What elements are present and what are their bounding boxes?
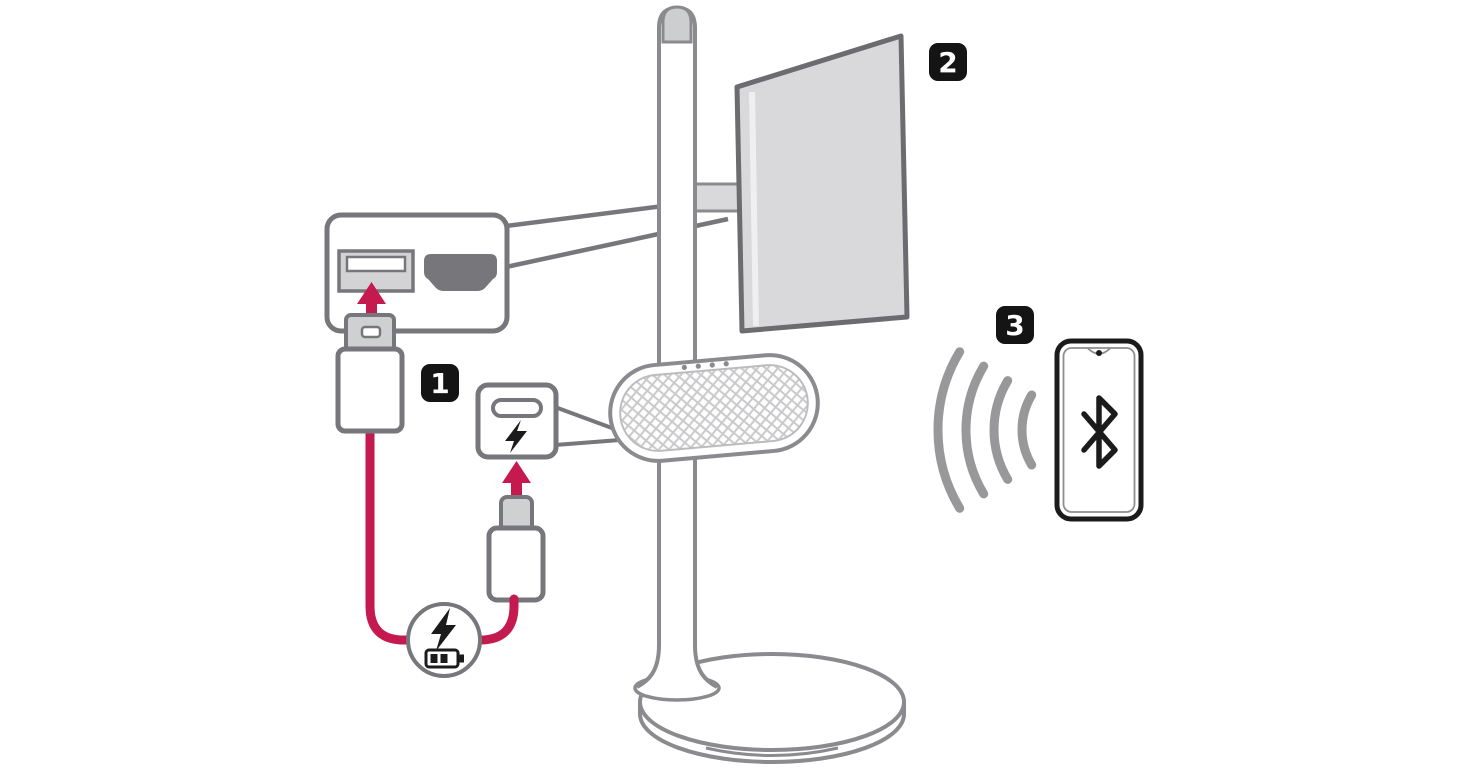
pole-cap xyxy=(661,5,693,44)
pole-flare-outline xyxy=(636,644,718,689)
usb-c-port-icon xyxy=(491,398,543,418)
phone-screen xyxy=(1062,347,1136,513)
step-badge-2: 2 xyxy=(929,43,967,81)
screen-panel xyxy=(734,33,910,334)
usb-c-port-callout xyxy=(475,382,559,460)
charging-indicator xyxy=(406,602,482,678)
bluetooth-icon xyxy=(1081,395,1118,469)
lightning-bolt-icon xyxy=(431,608,456,651)
step-badge-3-number: 3 xyxy=(1005,309,1024,342)
battery-icon xyxy=(424,648,464,669)
speaker-buttons xyxy=(681,361,729,371)
stand-base-front-edge xyxy=(705,746,839,757)
pole-flare-fill xyxy=(637,645,717,687)
usb-a-plug-icon xyxy=(335,313,405,434)
hdmi-port-icon xyxy=(424,254,497,291)
step-badge-2-number: 2 xyxy=(938,46,957,79)
usb-c-plug-body xyxy=(486,525,546,603)
lightning-bolt-icon xyxy=(505,420,527,453)
wireless-waves-icon xyxy=(933,347,1037,513)
step-badge-3: 3 xyxy=(996,306,1034,344)
step-badge-1-number: 1 xyxy=(430,367,449,400)
usb-a-plug-body xyxy=(335,346,405,434)
speaker xyxy=(608,353,820,463)
usb-c-callout-box xyxy=(475,382,559,460)
speaker-grille xyxy=(619,364,809,452)
smartphone xyxy=(1054,338,1144,522)
screen-edge-highlight xyxy=(749,91,759,327)
step-badge-1: 1 xyxy=(421,364,459,402)
usb-c-charge-arrow xyxy=(502,461,531,500)
usb-c-plug-icon xyxy=(486,495,546,603)
speaker-callout-pointer-lines xyxy=(554,405,621,447)
stand-pole xyxy=(657,5,697,647)
usb-a-plug-slot xyxy=(360,325,382,339)
usb-a-port-icon xyxy=(337,249,415,293)
stand xyxy=(633,5,906,764)
screen-back xyxy=(734,33,910,334)
phone-camera-dot xyxy=(1096,350,1102,356)
